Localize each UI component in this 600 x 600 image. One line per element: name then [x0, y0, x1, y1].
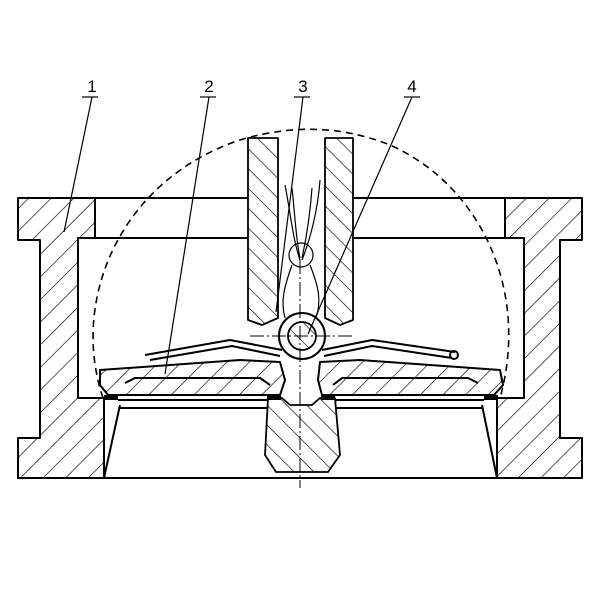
seat-lines: [118, 399, 484, 409]
seal-right-outer: [484, 395, 498, 400]
central-rib: [264, 397, 341, 473]
valve-body-right: [496, 197, 583, 479]
stop-post-right: [324, 137, 354, 326]
seal-left-outer: [104, 395, 118, 400]
body-top-outline: [95, 197, 505, 239]
label-part-4: 4: [407, 77, 416, 96]
valve-body-left: [17, 197, 105, 479]
spring-lower-legs: [282, 264, 320, 319]
swing-envelope-arc: [92, 128, 510, 399]
leader-3: [275, 96, 304, 313]
spring-legs: [284, 179, 321, 261]
leader-4: [307, 96, 413, 335]
leader-2: [164, 96, 210, 375]
label-part-2: 2: [204, 77, 213, 96]
label-part-3: 3: [298, 77, 307, 96]
spring-arm-tip-right: [449, 350, 459, 360]
spring-arm-left: [144, 339, 283, 361]
disc-left-recess: [124, 377, 271, 386]
stop-post-left: [247, 137, 279, 326]
spring-arm-right: [321, 339, 456, 359]
leader-1: [63, 96, 93, 233]
disc-right-recess: [332, 377, 479, 386]
bore-outline: [103, 404, 498, 479]
spring-coil-top: [288, 242, 314, 268]
label-part-1: 1: [87, 77, 96, 96]
